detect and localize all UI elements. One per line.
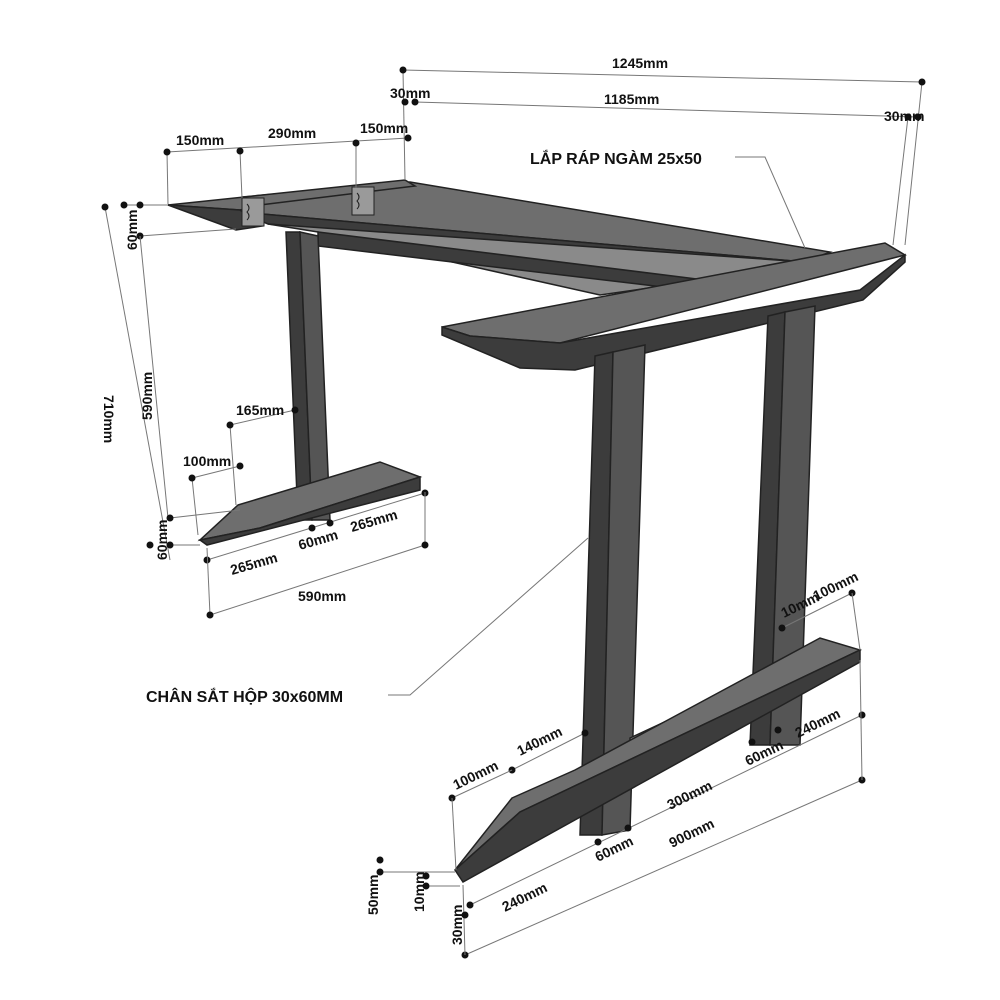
dim-overhang-b: 150mm bbox=[360, 120, 408, 136]
dimension-lines bbox=[101, 66, 926, 959]
dim-front-240: 240mm bbox=[499, 879, 549, 915]
right-top-beam-front bbox=[441, 253, 906, 371]
left-foot-front bbox=[198, 475, 421, 546]
dim-total-height: 710mm bbox=[101, 395, 117, 443]
dim-inner-length: 1185mm bbox=[604, 91, 659, 107]
dim-leg-height: 590mm bbox=[139, 372, 155, 420]
dim-overhang-a: 150mm bbox=[176, 132, 224, 148]
dim-foot-taper: 100mm bbox=[183, 453, 231, 469]
middle-joint-block bbox=[351, 186, 375, 216]
dim-foot-thickness: 60mm bbox=[154, 520, 170, 560]
left-joint-block bbox=[241, 197, 265, 227]
dim-foot-left: 265mm bbox=[228, 549, 279, 578]
dim-base-30: 30mm bbox=[449, 905, 465, 945]
dim-top-thickness: 60mm bbox=[124, 210, 140, 250]
steel-frame bbox=[167, 179, 907, 883]
dim-overall-length: 1245mm bbox=[612, 55, 668, 71]
dim-taper-140: 140mm bbox=[514, 723, 564, 759]
dim-span: 290mm bbox=[268, 125, 316, 141]
note-leg: CHÂN SẮT HỘP 30x60MM bbox=[146, 687, 343, 706]
dim-foot-step: 165mm bbox=[236, 402, 284, 418]
dim-thick-10: 10mm bbox=[411, 872, 427, 912]
note-joint: LẮP RÁP NGÀM 25x50 bbox=[530, 149, 702, 168]
dim-left-cap: 30mm bbox=[390, 85, 430, 101]
dim-overall-900: 900mm bbox=[666, 815, 716, 851]
joint-notch-middle bbox=[356, 192, 360, 210]
dim-height-50: 50mm bbox=[365, 875, 381, 915]
dim-right-cap: 30mm bbox=[884, 108, 924, 124]
dim-foot-length: 590mm bbox=[298, 588, 346, 604]
right-foot-front bbox=[454, 648, 861, 883]
dim-leg-a: 60mm bbox=[592, 833, 635, 865]
dim-inner-span: 300mm bbox=[664, 777, 714, 813]
joint-notch-left bbox=[246, 203, 250, 221]
dim-foot-right: 265mm bbox=[348, 506, 399, 535]
